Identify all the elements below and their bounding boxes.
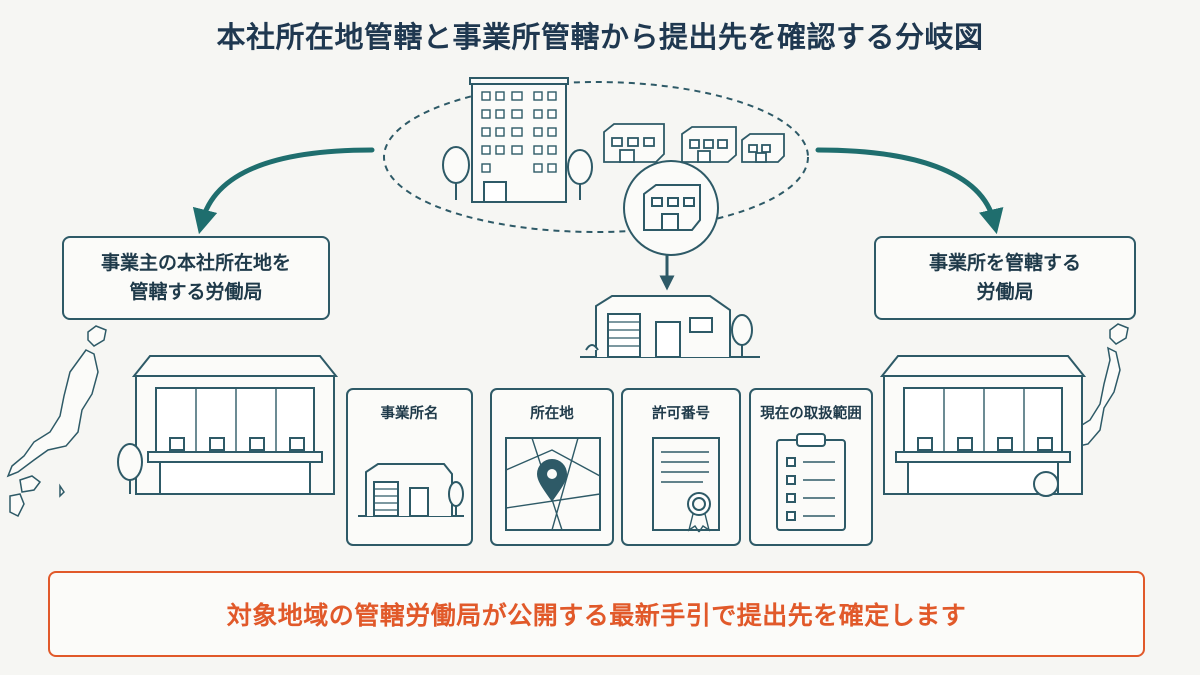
check-item-card-scope: 現在の取扱範囲 bbox=[749, 388, 873, 546]
check-item-label: 事業所名 bbox=[380, 406, 439, 422]
certificate-icon bbox=[652, 437, 720, 533]
check-item-card-permit-number: 許可番号 bbox=[621, 388, 741, 546]
selected-branch-icon bbox=[623, 160, 719, 256]
warehouse-building-icon bbox=[580, 295, 760, 358]
check-item-label: 現在の取扱範囲 bbox=[760, 406, 862, 422]
check-item-card-location: 所在地 bbox=[490, 388, 614, 546]
check-item-label: 許可番号 bbox=[652, 406, 710, 422]
branch-building-icon bbox=[603, 123, 665, 163]
head-office-bureau-box: 事業主の本社所在地を 管轄する労働局 bbox=[62, 236, 330, 320]
company-group-outline bbox=[383, 81, 809, 233]
branch-office-bureau-box: 事業所を管轄する 労働局 bbox=[874, 236, 1136, 320]
check-item-card-office-name: 事業所名 bbox=[346, 388, 473, 546]
branch-building-icon bbox=[741, 133, 785, 163]
head-office-bureau-label: 事業主の本社所在地を 管轄する労働局 bbox=[100, 251, 291, 303]
check-item-label: 所在地 bbox=[530, 406, 574, 422]
warehouse-icon bbox=[358, 463, 464, 517]
confirmation-note-text: 対象地域の管轄労働局が公開する最新手引で提出先を確定します bbox=[226, 601, 967, 630]
map-pin-icon bbox=[505, 437, 601, 531]
branch-building-icon bbox=[681, 126, 737, 163]
arrow-to-branch-bureau bbox=[815, 147, 1004, 235]
arrow-to-head-office-bureau bbox=[192, 147, 375, 235]
labour-bureau-counter-icon bbox=[117, 355, 339, 495]
tree-icon bbox=[442, 146, 593, 200]
head-office-building-icon bbox=[469, 77, 569, 203]
branch-office-bureau-label: 事業所を管轄する 労働局 bbox=[928, 251, 1081, 303]
clipboard-checklist-icon bbox=[776, 433, 846, 531]
confirmation-note-box: 対象地域の管轄労働局が公開する最新手引で提出先を確定します bbox=[48, 571, 1145, 657]
japan-map-icon bbox=[6, 325, 107, 518]
page-title: 本社所在地管轄と事業所管轄から提出先を確認する分岐図 bbox=[216, 20, 984, 54]
labour-bureau-counter-icon bbox=[879, 355, 1087, 497]
